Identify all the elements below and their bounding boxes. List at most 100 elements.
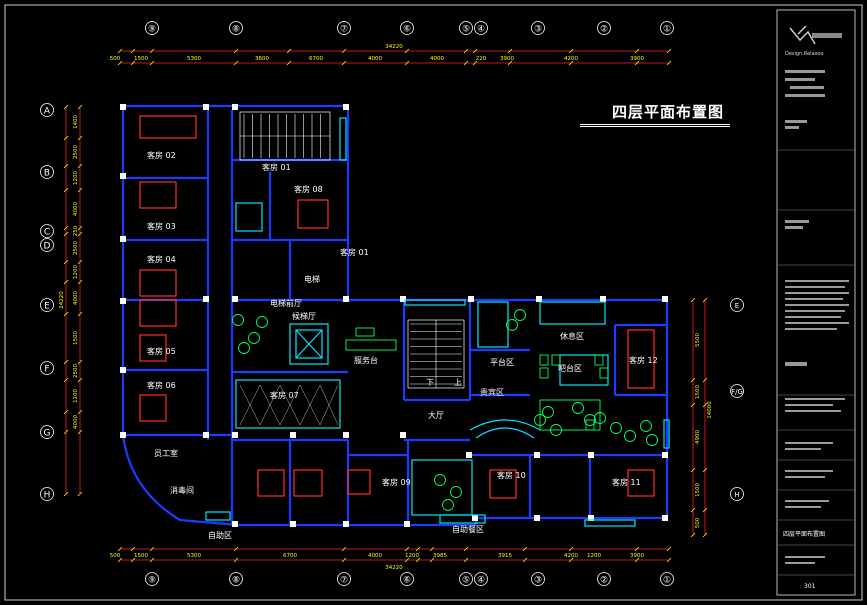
- dim-tick: [341, 557, 347, 563]
- dim-segment-left: 1200: [73, 171, 79, 185]
- plant: [238, 342, 250, 354]
- title-block-sheet-no: 301: [804, 583, 816, 590]
- dim-tick: [690, 467, 696, 473]
- plant: [256, 316, 268, 328]
- dim-tick: [77, 359, 83, 365]
- plant: [442, 499, 454, 511]
- dim-segment-top: 3600: [255, 56, 269, 62]
- structural-column: [232, 432, 238, 438]
- plant: [646, 434, 658, 446]
- glass-partitions: [205, 117, 670, 527]
- dim-tick: [341, 546, 347, 552]
- grid-col-label: ①: [663, 576, 671, 586]
- structural-column: [203, 296, 209, 302]
- title-block-text-line: [785, 362, 807, 366]
- dim-tick: [286, 48, 292, 54]
- dim-tick: [63, 491, 69, 497]
- structural-column: [534, 452, 540, 458]
- dim-tick: [415, 557, 421, 563]
- dim-tick: [77, 225, 83, 231]
- dim-tick: [77, 409, 83, 415]
- chair: [539, 354, 549, 366]
- dim-tick: [690, 297, 696, 303]
- chair: [599, 367, 609, 379]
- grid-col-marker: [337, 21, 351, 35]
- dimensions-right: [692, 300, 706, 535]
- title-underline: [580, 124, 730, 127]
- grid-col-label: ⑧: [232, 25, 240, 35]
- grid-col-marker: [145, 572, 159, 586]
- grid-col-label: ④: [477, 25, 485, 35]
- dim-segment-right: 1500: [695, 483, 701, 497]
- grid-row-marker-right: [730, 298, 744, 312]
- title-block-text-line: [785, 328, 837, 330]
- bed: [139, 269, 177, 297]
- room-label: 候梯厅: [292, 311, 316, 321]
- room-label: 吧台区: [558, 363, 582, 373]
- structural-column: [120, 432, 126, 438]
- dim-tick: [568, 60, 574, 66]
- title-block-text-line: [785, 316, 841, 318]
- dim-tick: [63, 104, 69, 110]
- title-block-text-line: [785, 322, 849, 324]
- dim-tick: [117, 546, 123, 552]
- room-label: 客房 01: [340, 247, 369, 257]
- dim-tick: [429, 557, 435, 563]
- dim-segment-left: 1200: [73, 389, 79, 403]
- dim-tick: [63, 231, 69, 237]
- structural-column: [290, 432, 296, 438]
- grid-col-label: ⑤: [462, 25, 470, 35]
- plant: [542, 406, 554, 418]
- title-block-text-line: [785, 398, 845, 400]
- title-block-text-line: [785, 78, 815, 81]
- title-block-text-line: [785, 304, 849, 306]
- dim-tick: [341, 48, 347, 54]
- grid-col-marker: [459, 21, 473, 35]
- room-label: 客房 02: [147, 150, 176, 160]
- dim-segment-top: 3900: [630, 56, 644, 62]
- plant: [624, 430, 636, 442]
- grid-row-label: A: [44, 107, 51, 117]
- grid-row-marker: [40, 425, 54, 439]
- structural-column: [468, 296, 474, 302]
- dim-total-top: 34220: [385, 44, 403, 50]
- bed: [627, 329, 655, 389]
- dim-segment-right: 4900: [695, 430, 701, 444]
- grid-col-marker: [660, 21, 674, 35]
- grid-col-marker: [474, 21, 488, 35]
- structural-column: [588, 515, 594, 521]
- dim-total-left: 24220: [59, 291, 65, 309]
- grid-col-marker: [660, 572, 674, 586]
- dim-tick: [149, 60, 155, 66]
- dim-tick: [77, 163, 83, 169]
- dim-segment-bottom: 1200: [587, 553, 601, 559]
- dim-tick: [568, 48, 574, 54]
- drawing-title: 四层平面布置图: [612, 103, 725, 121]
- grid-col-label: ①: [663, 25, 671, 35]
- room-label: 电梯前厅: [270, 298, 302, 308]
- grid-row-marker: [40, 238, 54, 252]
- plant: [232, 314, 244, 326]
- bed: [139, 181, 177, 209]
- dim-tick: [404, 60, 410, 66]
- dim-segment-left: 1400: [73, 115, 79, 129]
- structural-column: [120, 298, 126, 304]
- bed: [297, 199, 329, 229]
- dim-tick: [415, 546, 421, 552]
- bed: [139, 299, 177, 327]
- dim-tick: [77, 259, 83, 265]
- dim-segment-right: 5500: [695, 333, 701, 347]
- sheet-border: [4, 4, 863, 601]
- dim-segment-top: 5300: [187, 56, 201, 62]
- dim-tick: [63, 311, 69, 317]
- walls: [121, 104, 669, 527]
- dim-segment-bottom: 4000: [368, 553, 382, 559]
- dimensions-bottom: [120, 548, 669, 561]
- grid-row-label: B: [44, 169, 50, 179]
- dim-segment-bottom: 4200: [564, 553, 578, 559]
- dim-tick: [130, 48, 136, 54]
- room-label: 自助区: [208, 530, 232, 540]
- title-block-text-line: [785, 126, 799, 129]
- dim-segment-top: 6700: [309, 56, 323, 62]
